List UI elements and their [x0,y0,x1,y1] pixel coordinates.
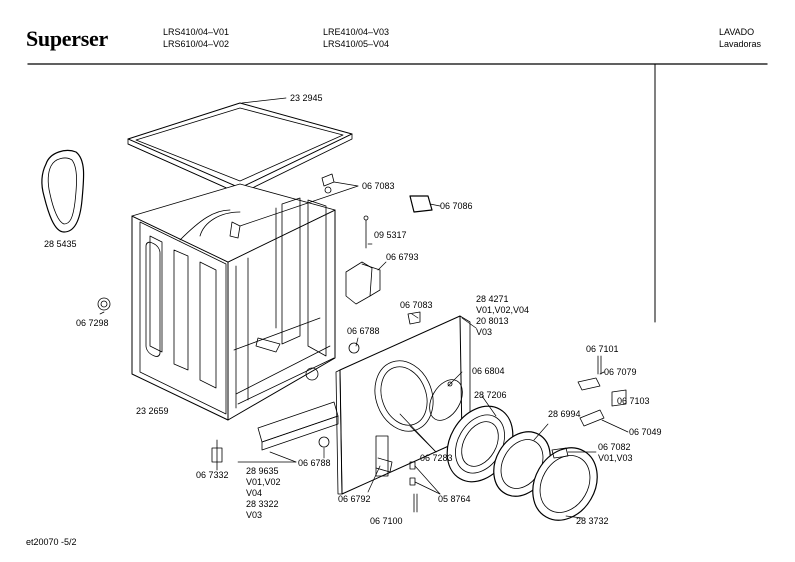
model-code: LRS610/04–V02 [163,39,230,49]
door-outer-drawing [532,447,598,521]
category-subtitle: Lavadoras [719,39,762,49]
base-rail-drawing [257,401,339,451]
part-label: 28 3732 [576,516,609,526]
part-label-group: 06 7082 V01,V03 [598,442,633,464]
part-label: 28 9635 [246,466,279,476]
top-cover-drawing [127,102,353,195]
part-label: 06 7083 [362,181,395,191]
part-label: 06 7101 [586,344,619,354]
model-code: LRS410/04–V01 [163,27,230,37]
part-label: 06 7332 [196,470,229,480]
part-label: 06 6793 [386,252,419,262]
gasket-drawing [41,149,85,233]
part-label: 23 2659 [136,406,169,416]
part-label: 06 7082 [598,442,631,452]
part-label: 20 8013 [476,316,509,326]
part-label: 06 7083 [400,300,433,310]
category-label: LAVADO Lavadoras [719,26,761,50]
part-variant: V03 [246,510,263,520]
part-label: 28 5435 [44,239,77,249]
part-variant: V04 [246,488,263,498]
part-label: 05 8764 [438,494,471,504]
part-label: 06 6788 [347,326,380,336]
part-label-group: 28 9635 V01,V02 V04 28 3322 V03 [246,466,281,521]
part-label: 06 7298 [76,318,109,328]
small-parts-drawing [97,173,627,513]
part-label: 23 2945 [290,93,323,103]
part-label: 06 7049 [629,427,662,437]
document-id: et20070 -5/2 [26,537,77,547]
part-label: 06 6788 [298,458,331,468]
part-label-group: 28 4271 V01,V02,V04 20 8013 V03 [476,294,529,338]
door-glass-drawing [429,379,463,421]
part-label: 09 5317 [374,230,407,240]
leader-lines [99,97,629,519]
part-variant: V01,V02 [246,477,281,487]
part-label: 06 6804 [472,366,505,376]
part-label: 28 7206 [474,390,507,400]
cabinet-drawing [131,183,336,421]
part-label: 06 6792 [338,494,371,504]
model-code: LRS410/05–V04 [323,39,390,49]
model-code: LRE410/04–V03 [323,27,390,37]
part-label: 06 7100 [370,516,403,526]
part-variant: V01,V03 [598,453,633,463]
part-label: 28 6994 [548,409,581,419]
brand-logo: Superser [26,26,108,51]
model-list-2: LRE410/04–V03 LRS410/05–V04 [323,26,389,50]
part-label: 06 7079 [604,367,637,377]
part-label: 28 4271 [476,294,509,304]
part-variant: V01,V02,V04 [476,305,530,315]
model-list-1: LRS410/04–V01 LRS610/04–V02 [163,26,229,50]
part-variant: V03 [476,327,493,337]
part-label: 28 3322 [246,499,279,509]
part-label: 06 7103 [617,396,650,406]
part-label: 06 7283 [420,453,453,463]
category-title: LAVADO [719,27,755,37]
part-label: 06 7086 [440,201,473,211]
